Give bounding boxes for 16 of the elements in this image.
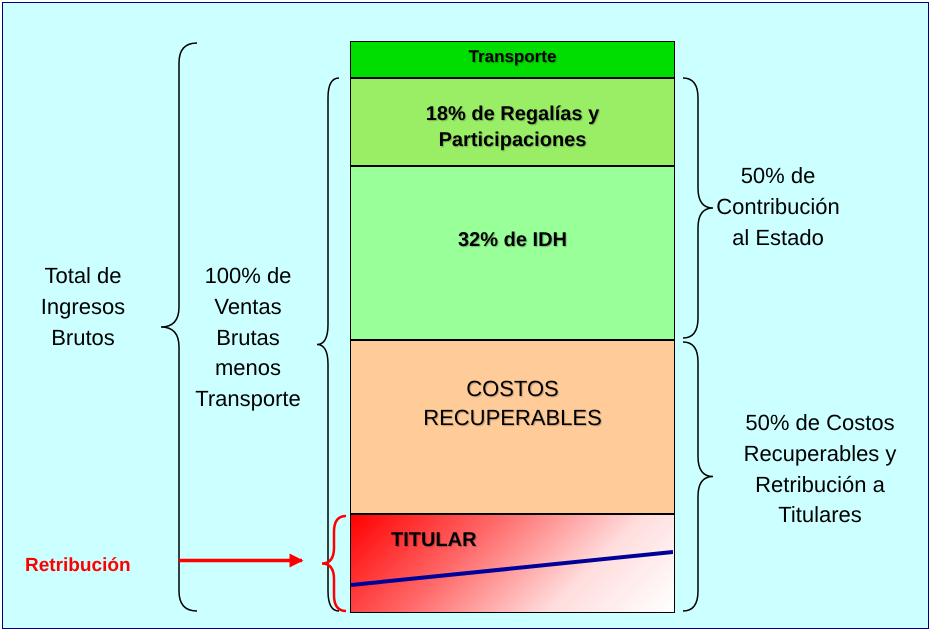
brace-label: 50% de Costos Recuperables y Retribución a Titulares — [742, 409, 898, 530]
bar-segment — [350, 166, 675, 340]
segment-label: Transporte — [468, 46, 556, 68]
segment-label: TITULAR — [391, 528, 477, 553]
brace-label: 50% de Contribución al Estado — [715, 162, 841, 252]
brace-label: 100% de Ventas Brutas menos Transporte — [194, 262, 302, 414]
bar-segment — [350, 340, 675, 514]
arrow — [179, 554, 304, 568]
segment-label: 32% de IDH — [458, 228, 567, 253]
brace-label: Total de Ingresos Brutos — [40, 262, 126, 352]
segment-label: 18% de Regalías y Participaciones — [424, 102, 600, 153]
gradient-segment — [350, 514, 675, 613]
bar-segment — [350, 78, 675, 166]
bar-segment — [350, 41, 675, 78]
segment-label: COSTOS RECUPERABLES — [422, 375, 603, 432]
callout-text: Retribución — [25, 553, 173, 579]
